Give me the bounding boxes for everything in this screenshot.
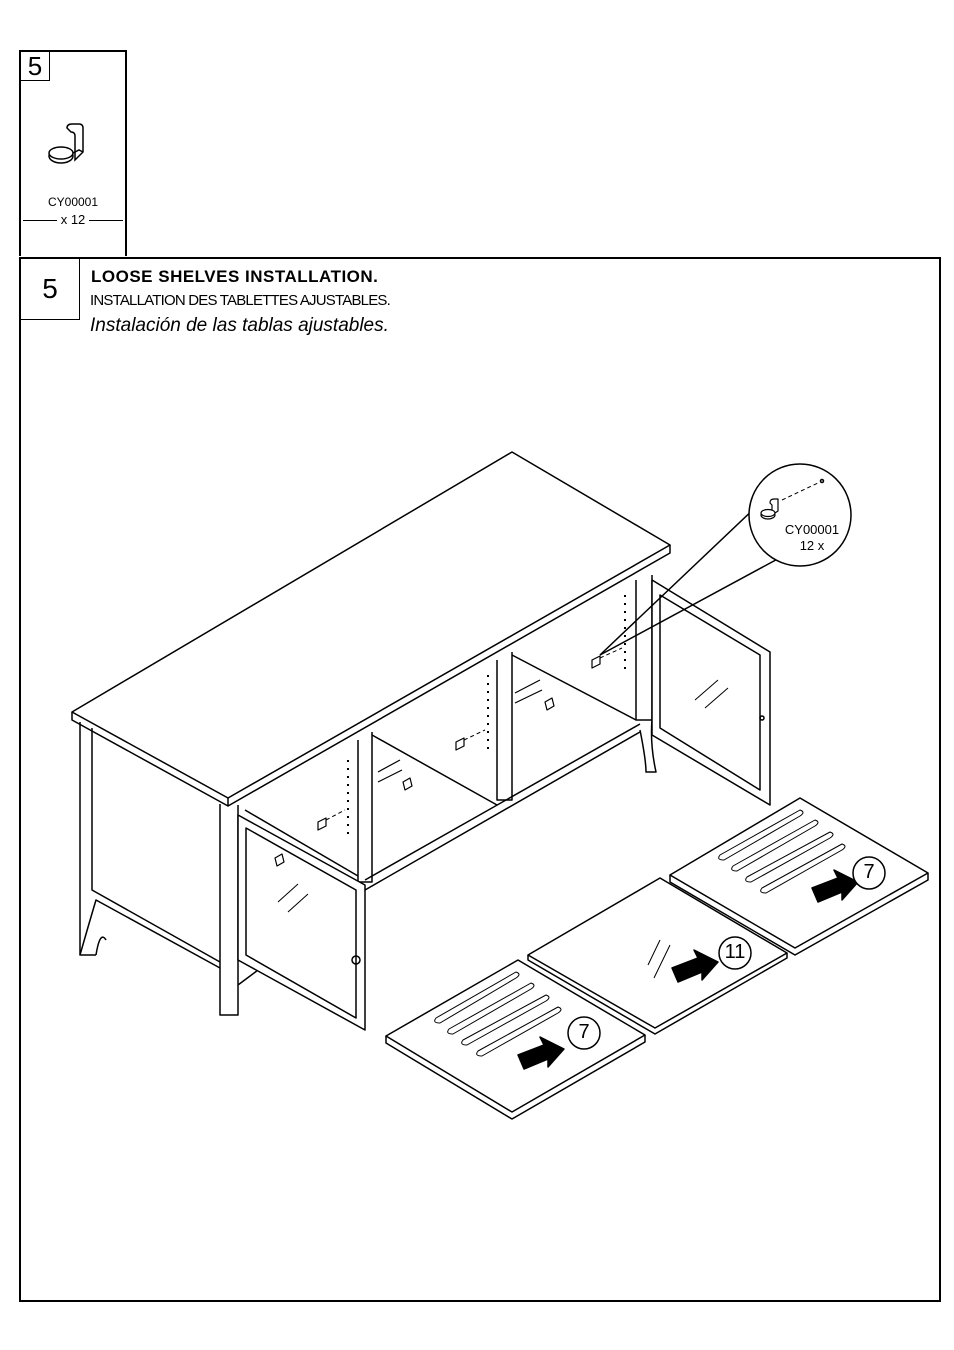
step-box: 5 LOOSE SHELVES INSTALLATION. INSTALLATI… <box>19 257 941 1302</box>
shelf-label-left: 7 <box>578 1021 590 1043</box>
title-french: INSTALLATION DES TABLETTES AJUSTABLES. <box>90 292 391 309</box>
parts-code: CY00001 <box>47 195 99 209</box>
title-english: LOOSE SHELVES INSTALLATION. <box>91 267 379 286</box>
parts-quantity-text: x 12 <box>56 212 90 227</box>
callout-quantity: 12 x <box>799 538 825 553</box>
shelf-support-icon <box>48 123 84 164</box>
callout-part-code: CY00001 <box>784 522 840 537</box>
shelf-label-glass: 11 <box>724 941 746 963</box>
parts-box: 5 CY00001 x 12 <box>19 50 127 256</box>
shelf-label-right: 7 <box>863 861 875 883</box>
step-number: 5 <box>21 259 80 320</box>
title-spanish: Instalación de las tablas ajustables. <box>90 315 389 336</box>
parts-step-number: 5 <box>21 52 50 81</box>
parts-quantity: x 12 <box>21 212 125 227</box>
